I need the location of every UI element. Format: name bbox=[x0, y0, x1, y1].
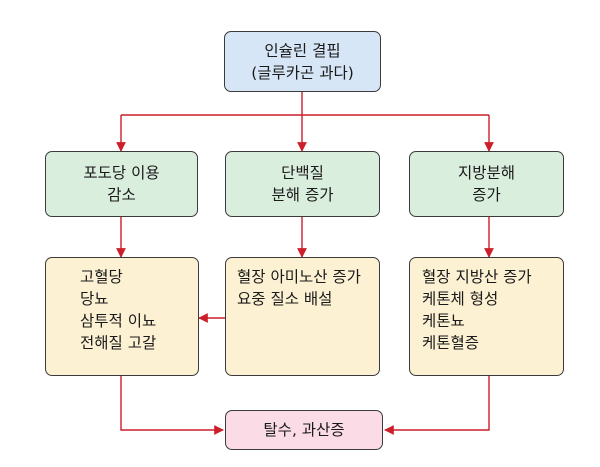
effect-ketonemia: 케톤혈증 bbox=[422, 334, 480, 352]
arrow-left-to-bottom bbox=[120, 376, 224, 435]
arrow-right-to-bottom bbox=[384, 376, 490, 435]
protein-breakdown-line-1: 단백질 bbox=[281, 164, 324, 182]
effect-urinary-nitrogen: 요중 질소 배설 bbox=[237, 290, 333, 308]
protein-breakdown-box: 단백질 분해 증가 bbox=[225, 151, 380, 217]
protein-breakdown-line-2: 분해 증가 bbox=[271, 186, 334, 204]
effect-plasma-amino-acid: 혈장 아미노산 증가 bbox=[237, 268, 361, 286]
dehydration-acidosis-label: 탈수, 과산증 bbox=[263, 421, 345, 439]
effect-plasma-fatty-acid: 혈장 지방산 증가 bbox=[422, 268, 532, 286]
glucose-use-decrease-box: 포도당 이용 감소 bbox=[45, 151, 198, 217]
insulin-deficiency-box: 인슐린 결핍 (글루카곤 과다) bbox=[224, 31, 381, 92]
glucose-effects-box: 고혈당 당뇨 삼투적 이뇨 전해질 고갈 bbox=[45, 257, 199, 376]
glucose-use-line-2: 감소 bbox=[107, 186, 136, 204]
lipolysis-line-1: 지방분해 bbox=[457, 164, 516, 182]
insulin-deficiency-line-2: (글루카곤 과다) bbox=[251, 63, 354, 82]
effect-osmotic-diuresis: 삼투적 이뇨 bbox=[80, 312, 157, 330]
effect-ketone-formation: 케톤체 형성 bbox=[422, 290, 499, 308]
protein-effects-box: 혈장 아미노산 증가 요중 질소 배설 bbox=[225, 257, 380, 376]
dehydration-acidosis-box: 탈수, 과산증 bbox=[225, 410, 383, 450]
effect-hyperglycemia: 고혈당 bbox=[80, 268, 123, 286]
lipolysis-effects-box: 혈장 지방산 증가 케톤체 형성 케톤뇨 케톤혈증 bbox=[409, 257, 564, 376]
effect-electrolyte-depletion: 전해질 고갈 bbox=[80, 334, 157, 352]
lipolysis-increase-box: 지방분해 증가 bbox=[409, 151, 564, 217]
effect-glycosuria: 당뇨 bbox=[80, 290, 109, 308]
lipolysis-line-2: 증가 bbox=[472, 186, 501, 204]
glucose-use-line-1: 포도당 이용 bbox=[83, 164, 160, 182]
insulin-deficiency-line-1: 인슐린 결핍 bbox=[264, 41, 341, 60]
effect-ketonuria: 케톤뇨 bbox=[422, 312, 465, 330]
